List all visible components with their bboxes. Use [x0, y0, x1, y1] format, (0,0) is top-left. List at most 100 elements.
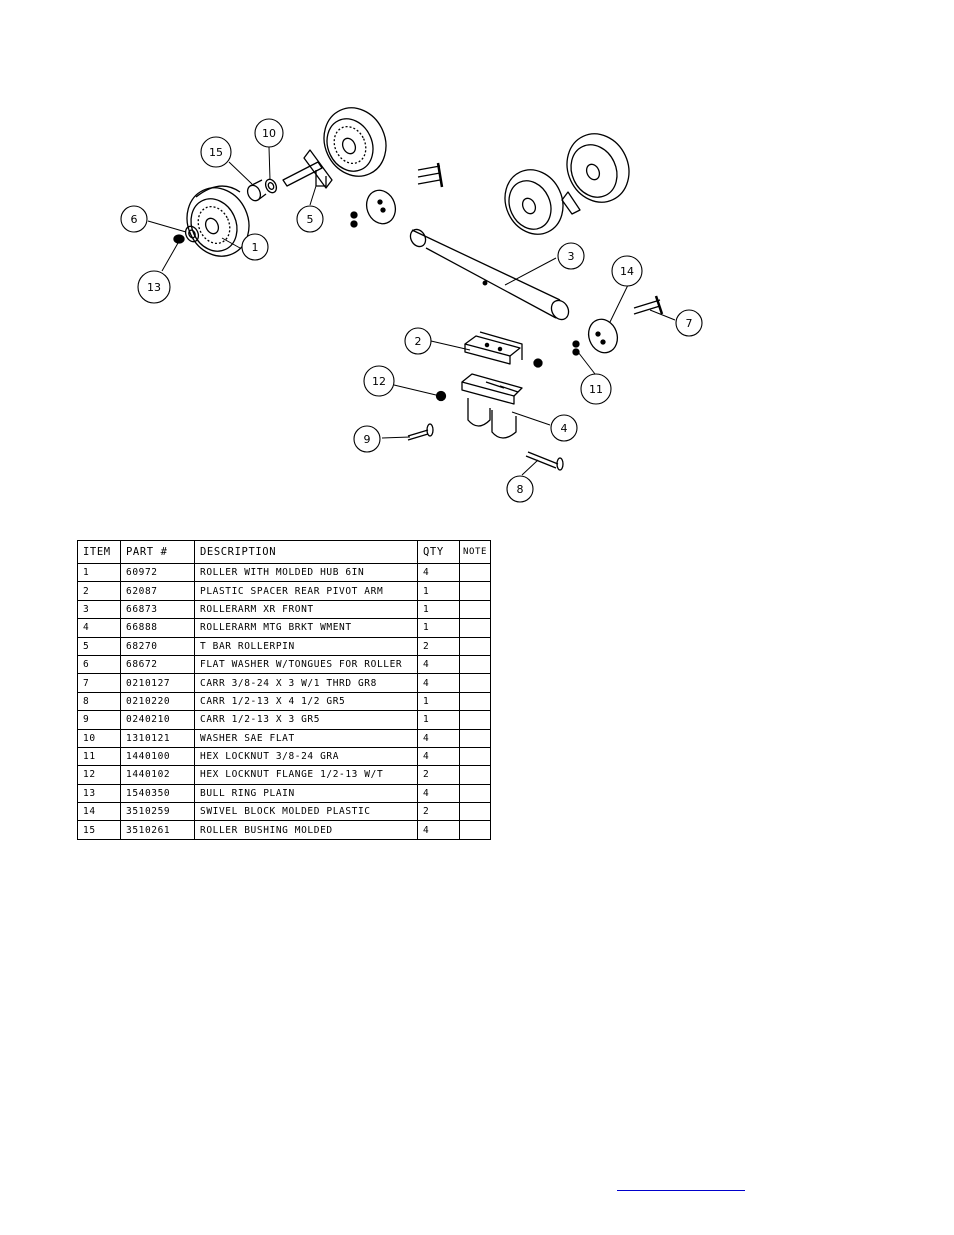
flat-washer-6	[184, 225, 200, 243]
callout-5: 5	[296, 205, 324, 233]
locknut-flange-12-right	[533, 358, 543, 368]
callout-balloons: 1 2 3 4 5 6 7 8 9 10 11 12 13 14 15	[120, 118, 703, 503]
cell-part: 60972	[120, 562, 195, 583]
cell-part: 0240210	[120, 710, 195, 730]
cell-description: PLASTIC SPACER REAR PIVOT ARM	[194, 581, 418, 601]
cell-item: 3	[77, 599, 121, 620]
cell-description: ROLLERARM XR FRONT	[194, 599, 418, 620]
cell-qty: 2	[417, 802, 460, 822]
cell-item: 9	[77, 710, 121, 730]
svg-text:3: 3	[568, 250, 575, 263]
carriage-bolt-8	[525, 451, 564, 471]
mtg-bracket-4	[461, 373, 523, 439]
cell-description: CARR 1/2-13 X 3 GR5	[194, 710, 418, 730]
cell-note	[458, 673, 492, 693]
cell-part: 62087	[120, 581, 195, 601]
cell-note	[458, 562, 492, 583]
t-bar-rollerpin-5	[282, 149, 333, 189]
cell-note	[458, 636, 492, 656]
cell-qty: 2	[417, 765, 460, 785]
header-qty: QTY	[417, 540, 460, 564]
plastic-spacer-2	[464, 331, 523, 365]
cell-item: 10	[77, 728, 121, 748]
callout-2: 2	[404, 327, 432, 355]
cell-item: 12	[77, 765, 121, 785]
carriage-bolt-9	[407, 423, 434, 441]
callout-9: 9	[353, 425, 381, 453]
cell-part: 0210220	[120, 691, 195, 712]
cell-note	[458, 746, 492, 767]
cell-item: 14	[77, 802, 121, 822]
cell-qty: 4	[417, 728, 460, 748]
callout-12: 12	[363, 365, 395, 397]
roller-front-right	[504, 169, 564, 235]
cell-description: SWIVEL BLOCK MOLDED PLASTIC	[194, 802, 418, 822]
cell-qty: 4	[417, 820, 460, 840]
cell-description: ROLLER WITH MOLDED HUB 6IN	[194, 562, 418, 583]
cell-item: 13	[77, 783, 121, 804]
cell-item: 5	[77, 636, 121, 656]
header-part: PART #	[120, 540, 195, 564]
cell-note	[458, 783, 492, 804]
cell-description: HEX LOCKNUT FLANGE 1/2-13 W/T	[194, 765, 418, 785]
cell-item: 4	[77, 618, 121, 638]
cell-description: CARR 3/8-24 X 3 W/1 THRD GR8	[194, 673, 418, 693]
cell-description: ROLLERARM MTG BRKT WMENT	[194, 618, 418, 638]
callout-1: 1	[241, 233, 269, 261]
cell-item: 8	[77, 691, 121, 712]
svg-text:12: 12	[372, 375, 386, 388]
swivel-block-14-upper	[365, 189, 397, 225]
svg-text:1: 1	[252, 241, 259, 254]
cell-description: WASHER SAE FLAT	[194, 728, 418, 748]
cell-part: 1440100	[120, 746, 195, 767]
cell-note	[458, 654, 492, 675]
cell-qty: 1	[417, 691, 460, 712]
cell-item: 15	[77, 820, 121, 840]
cell-note	[458, 802, 492, 822]
svg-text:15: 15	[209, 146, 223, 159]
page-link-underline[interactable]	[617, 1190, 745, 1191]
cell-qty: 1	[417, 618, 460, 638]
roller-bushing-15	[246, 179, 267, 202]
cell-description: FLAT WASHER W/TONGUES FOR ROLLER	[194, 654, 418, 675]
callout-4: 4	[550, 414, 578, 442]
cell-qty: 1	[417, 581, 460, 601]
svg-text:4: 4	[561, 422, 568, 435]
svg-text:10: 10	[262, 127, 276, 140]
roller-rear-right	[561, 133, 630, 215]
cell-qty: 1	[417, 599, 460, 620]
cell-part: 1540350	[120, 783, 195, 804]
cell-part: 1440102	[120, 765, 195, 785]
cell-part: 3510261	[120, 820, 195, 840]
header-note: NOTE	[458, 540, 492, 564]
cell-qty: 2	[417, 636, 460, 656]
cell-part: 66873	[120, 599, 195, 620]
callout-10: 10	[254, 118, 284, 148]
cell-note	[458, 820, 492, 840]
cell-description: BULL RING PLAIN	[194, 783, 418, 804]
cell-qty: 4	[417, 654, 460, 675]
cell-qty: 4	[417, 673, 460, 693]
cell-item: 1	[77, 562, 121, 583]
callout-7: 7	[675, 309, 703, 337]
callout-11: 11	[580, 373, 612, 405]
callout-14: 14	[611, 255, 643, 287]
cell-item: 6	[77, 654, 121, 675]
washer-10	[264, 178, 278, 194]
cell-note	[458, 599, 492, 620]
hex-locknut-11-upper	[350, 211, 358, 228]
table-header-row: ITEM PART # DESCRIPTION QTY NOTE	[77, 540, 492, 564]
cell-description: HEX LOCKNUT 3/8-24 GRA	[194, 746, 418, 767]
svg-text:8: 8	[517, 483, 524, 496]
hex-locknut-11-lower	[572, 340, 580, 356]
cell-note	[458, 691, 492, 712]
